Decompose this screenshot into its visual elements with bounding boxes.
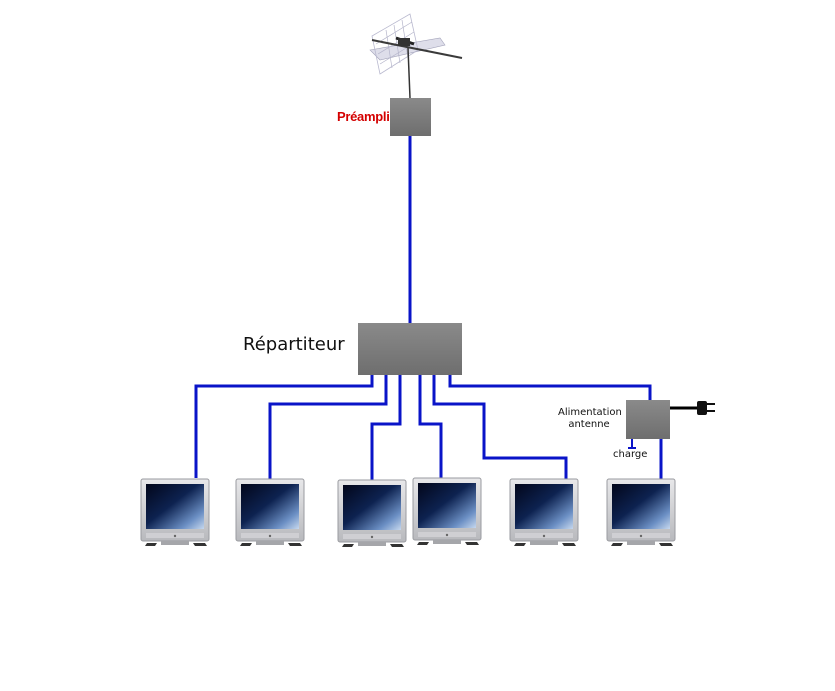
tv-monitor-icon <box>412 477 482 546</box>
alimentation-label: Alimentation antenne <box>558 407 622 430</box>
preampli-label: Préampli <box>337 109 390 124</box>
repartiteur-label: Répartiteur <box>243 334 345 355</box>
antenna-icon <box>369 13 463 99</box>
tv-monitor-icon <box>509 478 579 547</box>
tv-monitor-icon <box>140 478 210 547</box>
tv-monitor-icon <box>235 478 305 547</box>
cables <box>194 136 663 480</box>
tv-monitor-icon <box>337 479 407 548</box>
preampli-box <box>390 98 431 136</box>
tv-monitor-icon <box>606 478 676 547</box>
charge-label: charge <box>613 449 648 460</box>
charge-terminator <box>628 439 636 449</box>
repartiteur-box <box>358 323 462 375</box>
alimentation-box <box>626 400 670 439</box>
power-plug-icon <box>670 401 715 415</box>
